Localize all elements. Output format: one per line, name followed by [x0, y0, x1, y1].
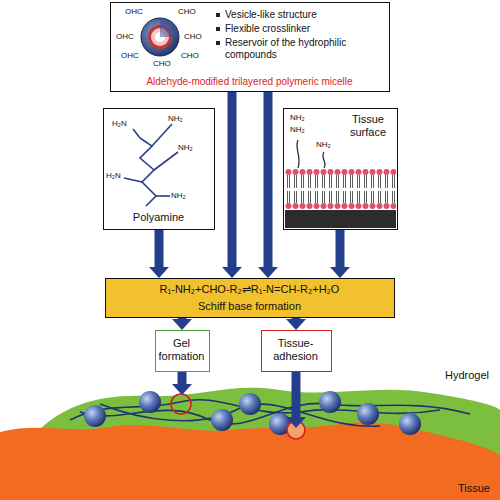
drawing-part	[154, 152, 178, 170]
chemical-group-label: CHO	[153, 60, 171, 68]
flow-arrow	[172, 318, 192, 330]
arrow-head	[172, 384, 192, 395]
chemical-group-label: CHO	[184, 33, 202, 41]
polyamine-chain	[124, 124, 178, 206]
chemical-group-label: NH₂	[316, 141, 331, 149]
flow-arrow	[286, 372, 306, 428]
cell-membrane	[285, 140, 396, 228]
node-text: Aldehyde-modified trilayered polymeric m…	[111, 76, 388, 88]
hydrogel-tissue	[0, 388, 500, 500]
arrow-head	[330, 267, 350, 278]
drawing-part	[285, 168, 396, 210]
tissue-adhesion-box: Tissue-adhesion	[261, 330, 332, 372]
drawing-part	[152, 124, 172, 146]
hydrogel-region: Hydrogel	[40, 395, 495, 425]
drawing-part	[357, 403, 379, 425]
arrow-shaft	[228, 92, 237, 268]
chemical-group-label: OHC	[125, 8, 143, 16]
chemical-group-label: NH₂	[178, 144, 193, 152]
drawing-part	[323, 152, 325, 168]
arrow-head	[172, 319, 192, 330]
chemical-group-label: CHO	[178, 8, 196, 16]
arrow-shaft	[155, 230, 164, 268]
node-text: Tissue	[458, 482, 490, 495]
arrow-head	[222, 267, 242, 278]
arrow-shaft	[292, 372, 301, 418]
drawing-part	[139, 391, 161, 413]
drawing-part	[239, 393, 261, 415]
drawing-part	[297, 140, 299, 168]
node-text: R₁-NH₂+CHO-R₂⇌R₁-N=CH-R₂+H₂O	[106, 283, 393, 296]
gel-formation-box: Gel formation	[155, 330, 210, 372]
drawing-part	[141, 18, 179, 56]
drawing-part	[133, 129, 140, 138]
drawing-part	[0, 422, 500, 500]
flow-arrow	[222, 92, 242, 278]
node-text: Tissue surface	[342, 113, 394, 138]
micelle-drawing	[141, 18, 179, 56]
chemical-group-label: H₂N	[112, 120, 127, 128]
arrow-head	[286, 319, 306, 330]
chemical-group-label: NH₂	[290, 126, 305, 134]
drawing-part	[211, 409, 233, 431]
node-text: Tissue-adhesion	[264, 337, 327, 362]
micelle-box: Vesicle-like structureFlexible crosslink…	[110, 2, 390, 92]
chemical-group-label: CHO	[181, 52, 199, 60]
chemical-group-label: H₂N	[106, 172, 121, 180]
chemical-group-label: NH₂	[168, 115, 183, 123]
flow-arrow	[258, 92, 278, 278]
flow-arrow	[286, 318, 306, 330]
drawing-part	[171, 394, 191, 414]
chemical-group-label: OHC	[116, 33, 134, 41]
chemical-group-label: NH₂	[290, 114, 305, 122]
node-text: Gel formation	[158, 337, 205, 362]
arrow-shaft	[336, 230, 345, 268]
drawing-part	[319, 391, 341, 413]
arrow-head	[149, 267, 169, 278]
arrow-head	[286, 417, 306, 428]
drawing-part	[399, 413, 421, 435]
drawing-part	[84, 405, 106, 427]
drawing-part	[124, 178, 142, 182]
drawing-part	[160, 18, 179, 37]
reaction-box: R₁-NH₂+CHO-R₂⇌R₁-N=CH-R₂+H₂O Schiff base …	[105, 278, 395, 318]
flow-arrow	[149, 230, 169, 278]
arrow-shaft	[178, 372, 187, 385]
flow-arrow	[330, 230, 350, 278]
node-text: Hydrogel	[445, 369, 489, 382]
drawing-part	[140, 138, 156, 206]
drawing-part	[285, 210, 396, 228]
arrow-head	[258, 267, 278, 278]
chemical-group-label: OHC	[121, 52, 139, 60]
tissue-region: Tissue	[0, 428, 500, 500]
flow-arrow	[172, 372, 192, 395]
node-text: Reservoir of the hydrophilic compounds	[216, 37, 393, 60]
node-text: Schiff base formation	[106, 300, 393, 313]
arrow-shaft	[264, 92, 273, 268]
node-text: Flexible crosslinker	[216, 23, 393, 35]
drawing-part	[156, 195, 170, 197]
chemical-group-label: NH₂	[171, 192, 186, 200]
node-text: Vesicle-like structure	[216, 9, 393, 21]
node-text: Polyamine	[104, 211, 213, 224]
